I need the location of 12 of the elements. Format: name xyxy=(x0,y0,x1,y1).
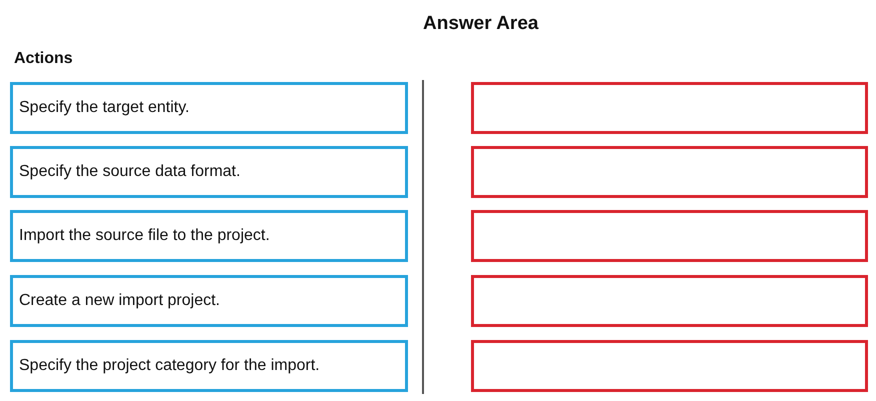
action-card: Specify the source data format. xyxy=(10,146,408,198)
answer-box xyxy=(471,210,868,262)
column-heading: Actions xyxy=(14,50,73,68)
answer-box xyxy=(471,340,868,392)
action-card: Specify the target entity. xyxy=(10,82,408,134)
title-heading: Answer Area xyxy=(423,13,538,35)
action-card: Create a new import project. xyxy=(10,275,408,327)
answer-box xyxy=(471,275,868,327)
action-card: Import the source file to the project. xyxy=(10,210,408,262)
answer-box xyxy=(471,146,868,198)
action-card: Specify the project category for the import. xyxy=(10,340,408,392)
answer-box xyxy=(471,82,868,134)
